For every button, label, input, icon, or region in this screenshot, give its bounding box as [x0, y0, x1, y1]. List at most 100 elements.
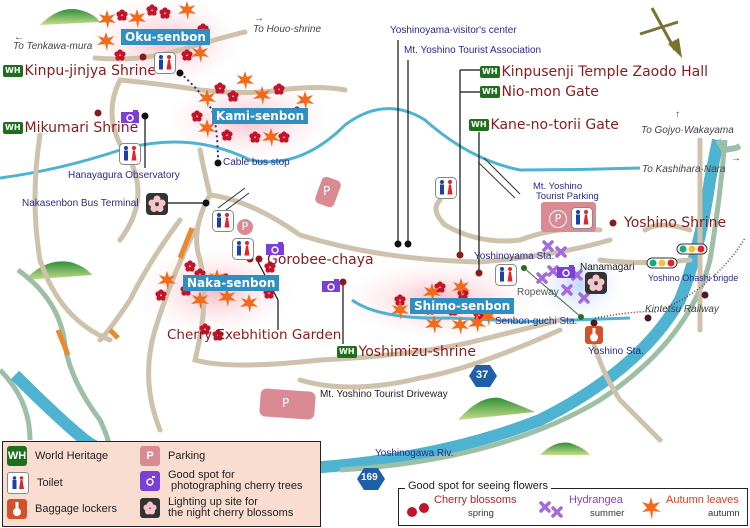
place-visitor-center[interactable]: Yoshinoyama-visitor's center: [390, 25, 517, 36]
parking-icon[interactable]: P: [237, 219, 253, 235]
direction-houo: To Houo-shrine: [253, 24, 322, 35]
place-cable-bus-stop[interactable]: Cable bus stop: [223, 157, 290, 168]
landmark-label: Kane-no-torii Gate: [490, 117, 619, 133]
place-ropeway[interactable]: Ropeway: [517, 287, 559, 298]
place-senbon-guchi-sta[interactable]: Senbon-guchi Sta.: [495, 316, 578, 327]
autumn-leaf-icon: [253, 86, 271, 105]
bridge: [177, 227, 195, 259]
autumn-leaf-icon: [158, 271, 176, 290]
toilet-icon[interactable]: [495, 264, 517, 290]
direction-arrow-left: ←: [14, 32, 24, 43]
area-kami-senbon[interactable]: Kami-senbon: [212, 108, 309, 124]
autumn-leaf-icon: [178, 1, 196, 20]
autumn-leaf-icon: [642, 497, 661, 520]
toilet-icon[interactable]: [212, 210, 234, 236]
autumn-leaf-icon: [236, 71, 254, 90]
toilet-icon[interactable]: [435, 177, 457, 203]
legend-panel: WH World Heritage Toilet Baggage lockers…: [2, 441, 321, 527]
landmark-gorobee-chaya[interactable]: Gorobee-chaya: [267, 252, 374, 268]
cherry-blossom-icon: [146, 4, 158, 16]
hydrangea-icon: [542, 240, 554, 252]
legend-cherry-season: spring: [468, 508, 494, 519]
legend-lockers: Baggage lockers: [35, 503, 117, 515]
autumn-leaf-icon: [452, 278, 470, 297]
camera-icon[interactable]: [121, 108, 139, 127]
cherry-blossom-icon: [214, 82, 226, 94]
camera-icon[interactable]: [557, 263, 575, 282]
place-nakasenbon-bus[interactable]: Nakasenbon Bus Terminal: [22, 198, 139, 209]
landmark-yoshino-shrine[interactable]: Yoshino Shrine: [624, 215, 727, 231]
cherry-blossom-icon: [278, 131, 290, 143]
toilet-icon[interactable]: [232, 238, 254, 264]
baggage-locker-icon[interactable]: [585, 326, 603, 348]
autumn-leaf-icon: [468, 314, 486, 333]
autumn-leaf-icon: [479, 307, 497, 326]
parking-lot: [259, 388, 316, 420]
route-37-shield: [469, 365, 497, 387]
leader-lines: [144, 40, 480, 344]
parking-icon[interactable]: P: [282, 396, 290, 410]
cherry-blossom-icon: [116, 9, 128, 21]
world-heritage-icon: WH: [480, 86, 500, 98]
landmark-label: Nio-mon Gate: [501, 84, 599, 100]
autumn-leaf-icon: [391, 301, 409, 320]
landmark-label: Mikumari Shrine: [24, 120, 139, 136]
hydrangea-icon: [539, 501, 563, 518]
place-parking-line2[interactable]: Tourist Parking: [536, 191, 599, 202]
lightup-icon[interactable]: [585, 272, 607, 298]
cherry-blossom-icon: [184, 260, 196, 272]
hill: [25, 261, 92, 280]
north-arrow-icon: [639, 7, 682, 58]
landmark-label: Kinpu-jinjya Shrine: [24, 63, 157, 79]
autumn-leaf-icon: [198, 119, 216, 138]
camera-icon[interactable]: [322, 277, 340, 296]
autumn-leaf-icon: [296, 91, 314, 110]
place-yoshinoyama-sta[interactable]: Yoshinoyama Sta.: [474, 251, 555, 262]
direction-tenkawa: To Tenkawa-mura: [13, 41, 93, 52]
toilet-icon[interactable]: [571, 207, 593, 233]
autumn-leaf-icon: [98, 10, 116, 29]
area-shimo-senbon[interactable]: Shimo-senbon: [410, 298, 515, 314]
parking-icon[interactable]: P: [323, 184, 331, 198]
legend-lightup-line2: the night cherry blossoms: [168, 507, 294, 519]
lightup-icon[interactable]: [146, 193, 168, 219]
place-tourist-association[interactable]: Mt. Yoshino Tourist Association: [404, 45, 542, 56]
place-yoshino-sta[interactable]: Yoshino Sta.: [588, 346, 644, 357]
area-oku-senbon[interactable]: Oku-senbon: [121, 29, 210, 45]
direction-arrow-right-2: →: [731, 153, 741, 164]
legend-parking: Parking: [168, 450, 206, 462]
flower-legend-panel: [398, 488, 748, 526]
legend-hydrangea-season: summer: [590, 508, 625, 519]
legend-toilet: Toilet: [37, 477, 63, 489]
toilet-icon[interactable]: [154, 52, 176, 78]
legend-autumn-season: autumn: [708, 508, 740, 519]
direction-gojyo: To Gojyo·Wakayama: [641, 125, 734, 136]
autumn-leaf-icon: [191, 291, 209, 310]
roads: [32, 29, 703, 443]
place-nanamagari[interactable]: Nanamagari: [580, 262, 635, 273]
bridge: [108, 328, 120, 340]
place-driveway[interactable]: Mt. Yoshino Tourist Driveway: [320, 389, 448, 400]
toilet-icon[interactable]: [119, 143, 141, 169]
place-hanayagura[interactable]: Hanayagura Observatory: [68, 170, 180, 181]
route-37-label: 37: [476, 369, 489, 381]
hydrangea-icon: [547, 265, 559, 277]
autumn-leaf-icon: [240, 294, 258, 313]
camera-icon[interactable]: [266, 240, 284, 259]
area-naka-senbon[interactable]: Naka-senbon: [183, 275, 280, 291]
cherry-blossom-icon: [221, 129, 233, 141]
place-kintetsu-railway[interactable]: Kintetsu Railway: [645, 304, 719, 315]
leader-dots: [141, 69, 412, 248]
landmark-cherry-garden[interactable]: Cherry Exebhition Garden: [167, 327, 342, 343]
parking-icon[interactable]: P: [549, 210, 567, 228]
autumn-leaf-icon: [262, 128, 280, 147]
place-ohashi-bridge[interactable]: Yoshino Ohashi brigde: [648, 273, 739, 283]
place-yoshinogawa-river: Yoshinogawa Riv.: [375, 448, 454, 459]
world-heritage-icon: WH: [3, 65, 23, 77]
